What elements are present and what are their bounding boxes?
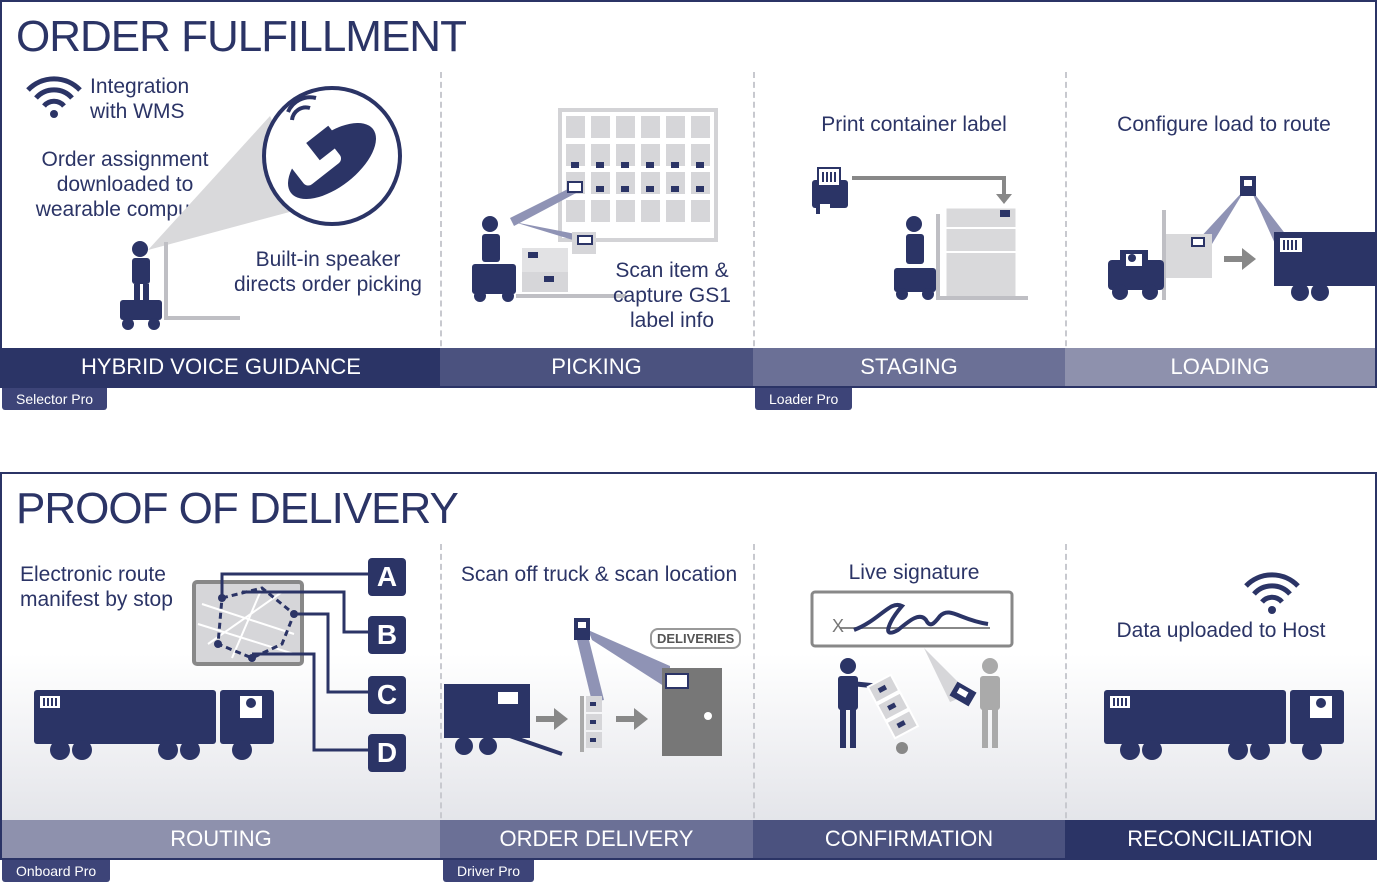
stage-band: ROUTING ORDER DELIVERY CONFIRMATION RECO… bbox=[2, 820, 1375, 858]
order-picker-forklift-icon bbox=[120, 241, 240, 330]
scan-item-label: Scan item & capture GS1 label info bbox=[613, 259, 731, 332]
stage-staging: STAGING bbox=[753, 348, 1065, 386]
truck-loading-icon bbox=[1108, 176, 1375, 301]
speaker-label: Built-in speaker directs order picking bbox=[234, 248, 422, 296]
section-divider bbox=[753, 72, 755, 386]
section-divider bbox=[440, 72, 442, 386]
stage-hybrid-voice: HYBRID VOICE GUIDANCE bbox=[2, 348, 440, 386]
panel-title: PROOF OF DELIVERY bbox=[16, 484, 459, 533]
panel-title: ORDER FULFILLMENT bbox=[16, 12, 467, 61]
wifi-icon bbox=[26, 76, 82, 118]
stage-picking: PICKING bbox=[440, 348, 753, 386]
onboard-pro-tag: Onboard Pro bbox=[2, 860, 111, 882]
delivery-truck-icon bbox=[34, 690, 274, 760]
selector-pro-tag: Selector Pro bbox=[2, 388, 108, 410]
section-divider bbox=[1065, 72, 1067, 386]
stop-b-badge: B bbox=[368, 616, 406, 654]
route-map-icon bbox=[192, 572, 370, 752]
assignment-label: Order assignment downloaded to wearable … bbox=[35, 148, 215, 221]
label-printer-icon bbox=[812, 167, 1028, 300]
warehouse-rack-icon bbox=[472, 108, 718, 302]
upload-label: Data uploaded to Host bbox=[1116, 619, 1326, 642]
wifi-icon bbox=[1244, 572, 1300, 614]
stage-confirmation: CONFIRMATION bbox=[753, 820, 1065, 858]
configure-label: Configure load to route bbox=[1117, 113, 1331, 136]
live-signature-label: Live signature bbox=[848, 561, 980, 584]
section-divider bbox=[753, 544, 755, 858]
manifest-label: Electronic route manifest by stop bbox=[20, 563, 173, 611]
section-divider bbox=[440, 544, 442, 858]
stage-loading: LOADING bbox=[1065, 348, 1375, 386]
print-label: Print container label bbox=[821, 113, 1007, 136]
order-delivery-icon bbox=[444, 618, 722, 756]
host-truck-icon bbox=[1104, 690, 1344, 760]
wearable-computer-icon bbox=[148, 86, 402, 250]
integration-label: Integration with WMS bbox=[90, 75, 190, 123]
proof-of-delivery-panel: PROOF OF DELIVERY Electronic route manif… bbox=[0, 472, 1377, 860]
loader-pro-tag: Loader Pro bbox=[755, 388, 853, 410]
driver-pro-tag: Driver Pro bbox=[443, 860, 535, 882]
stage-order-delivery: ORDER DELIVERY bbox=[440, 820, 753, 858]
stop-c-badge: C bbox=[368, 676, 406, 714]
stage-band: HYBRID VOICE GUIDANCE PICKING STAGING LO… bbox=[2, 348, 1375, 386]
signature-x-mark: X bbox=[832, 616, 845, 636]
order-fulfillment-panel: ORDER FULFILLMENT Integration with WMS O… bbox=[0, 0, 1377, 388]
signature-pad-icon bbox=[810, 590, 1014, 648]
scan-off-truck-label: Scan off truck & scan location bbox=[460, 563, 738, 586]
section-divider bbox=[1065, 544, 1067, 858]
deliveries-tag: DELIVERIES bbox=[650, 628, 742, 649]
stage-routing: ROUTING bbox=[2, 820, 440, 858]
stop-d-badge: D bbox=[368, 734, 406, 772]
stage-reconciliation: RECONCILIATION bbox=[1065, 820, 1375, 858]
stop-a-badge: A bbox=[368, 558, 406, 596]
driver-and-customer-icon bbox=[838, 648, 1000, 754]
